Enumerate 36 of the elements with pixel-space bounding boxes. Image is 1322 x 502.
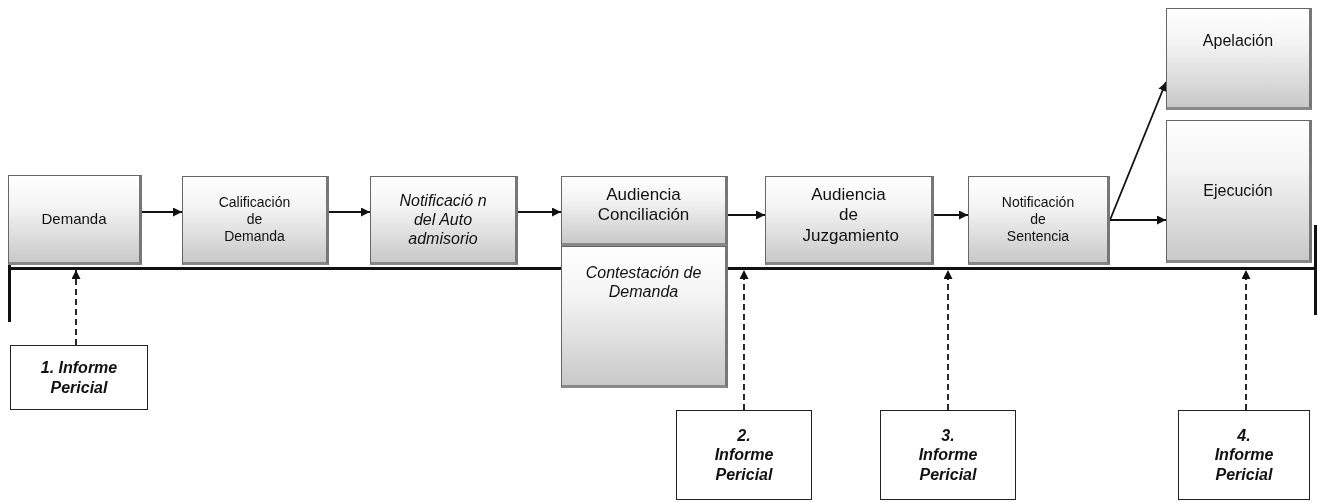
- stage-box: [370, 176, 518, 265]
- dashed-arrow: [739, 269, 749, 411]
- stage-label: Audiencia Conciliación: [596, 185, 691, 226]
- stage-label: Calificación de Demanda: [217, 194, 292, 245]
- stage-box: [968, 176, 1110, 265]
- arrow: [517, 207, 562, 217]
- stage-label: Notificació n del Auto admisorio: [398, 190, 488, 249]
- report-label: 2. Informe Pericial: [713, 426, 775, 484]
- stage-label: Demanda: [40, 210, 108, 228]
- stage-label: Contestación de Demanda: [584, 263, 703, 302]
- report-label: 1. Informe Pericial: [39, 358, 119, 397]
- stage-label: Apelación: [1201, 31, 1275, 51]
- stage-box: [8, 175, 142, 265]
- dashed-arrow: [943, 269, 953, 411]
- stage-box: [1166, 8, 1312, 110]
- arrow: [933, 210, 969, 220]
- arrow: [1109, 215, 1167, 225]
- report-box: [880, 410, 1016, 500]
- stage-box: [182, 176, 329, 265]
- stage-box: [561, 176, 728, 246]
- stage-box: [561, 246, 728, 388]
- report-box: [676, 410, 812, 500]
- report-box: [10, 345, 148, 410]
- arrow: [141, 207, 183, 217]
- stage-box: [765, 176, 934, 265]
- dashed-arrow: [1241, 269, 1251, 411]
- report-label: 4. Informe Pericial: [1213, 426, 1275, 484]
- arrow: [328, 207, 371, 217]
- report-box: [1178, 410, 1310, 500]
- dashed-arrow: [71, 269, 81, 346]
- stage-label: Ejecución: [1202, 180, 1274, 201]
- report-label: 3. Informe Pericial: [917, 426, 979, 484]
- stage-box: [1166, 120, 1312, 263]
- stage-label: Notificación de Sentencia: [1000, 194, 1076, 245]
- arrow: [727, 210, 766, 220]
- arrow: [1109, 81, 1167, 221]
